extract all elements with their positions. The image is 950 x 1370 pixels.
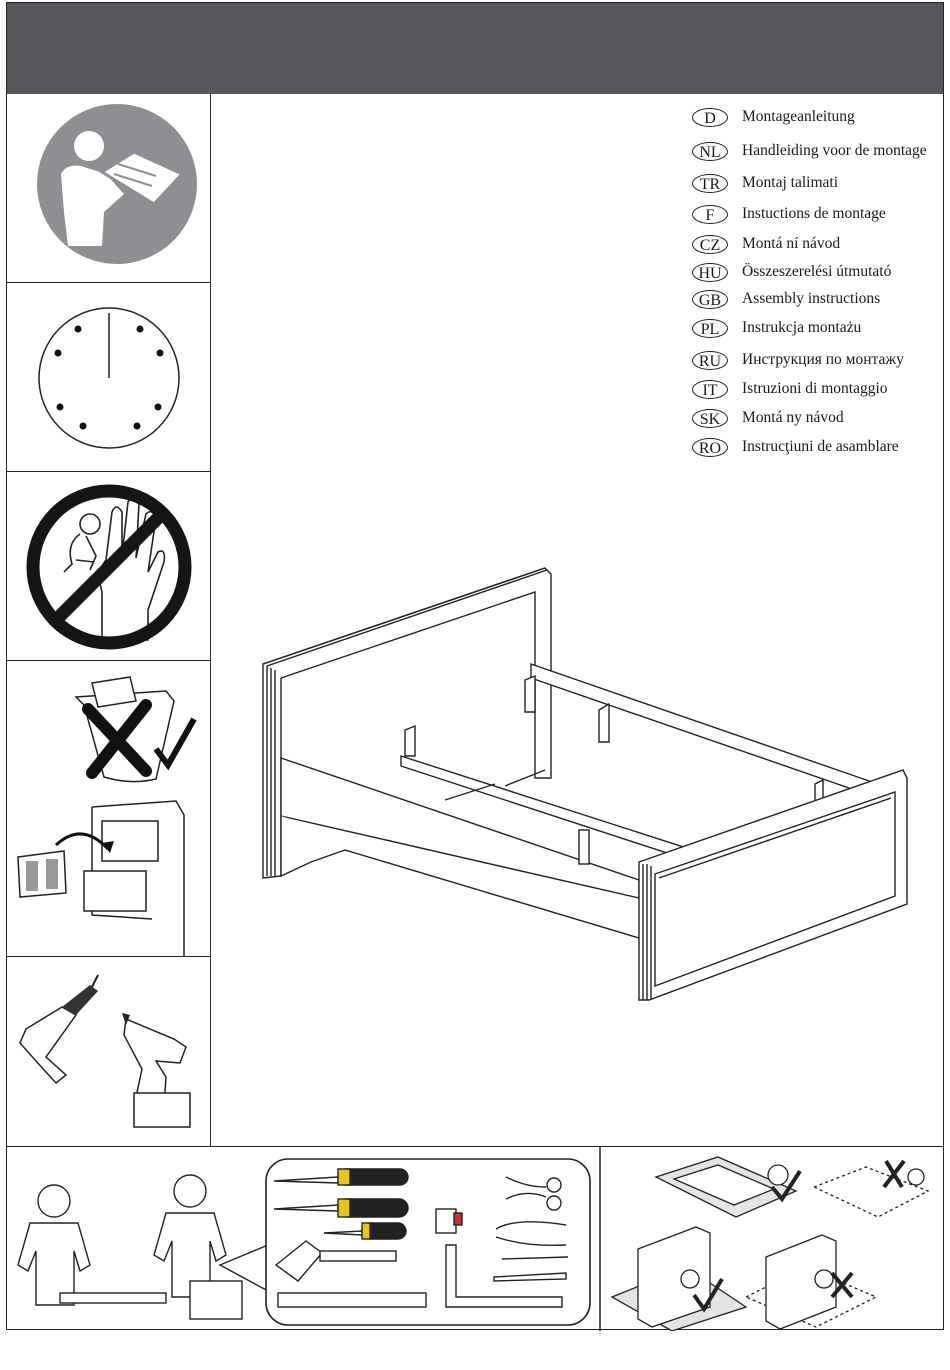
- keep-manual-icon: [6, 661, 211, 957]
- language-name: Instuctions de montage: [742, 205, 886, 223]
- bottom-strip: [6, 1146, 944, 1330]
- language-name: Инструкция по монтажу: [742, 351, 904, 369]
- language-code: CZ: [692, 235, 728, 254]
- language-item: HU Összeszerelési útmutató: [692, 261, 891, 283]
- language-name: Montá ny návod: [742, 409, 844, 427]
- language-name: Montageanleitung: [742, 108, 855, 126]
- language-name: Montá ní návod: [742, 235, 840, 253]
- read-manual-icon: [6, 94, 211, 283]
- language-name: Assembly instructions: [742, 290, 880, 308]
- language-name: Istruzioni di montaggio: [742, 380, 888, 398]
- language-code: IT: [692, 380, 728, 399]
- drill-cell: [6, 957, 211, 1146]
- drill-icon: [6, 957, 211, 1146]
- language-code: F: [692, 205, 728, 224]
- keep-manual-cell: [6, 661, 211, 957]
- language-name: Montaj talimati: [742, 174, 838, 192]
- no-children-cell: [6, 472, 211, 661]
- language-item: TR Montaj talimati: [692, 172, 838, 194]
- language-item: F Instuctions de montage: [692, 203, 886, 225]
- language-item: RU Инструкция по монтажу: [692, 349, 904, 371]
- language-code: SK: [692, 409, 728, 428]
- language-code: PL: [692, 319, 728, 338]
- language-code: NL: [692, 142, 728, 161]
- language-item: PL Instrukcja montażu: [692, 317, 861, 339]
- language-code: D: [692, 108, 728, 127]
- language-name: Összeszerelési útmutató: [742, 263, 891, 281]
- language-code: HU: [692, 263, 728, 282]
- language-item: CZ Montá ní návod: [692, 233, 840, 255]
- language-code: RO: [692, 438, 728, 457]
- time-cell: [6, 283, 211, 472]
- bed-illustration: [255, 560, 915, 1010]
- language-item: IT Istruzioni di montaggio: [692, 378, 888, 400]
- language-name: Instrukcja montażu: [742, 319, 861, 337]
- no-children-icon: [6, 472, 211, 661]
- pictogram-column: [6, 94, 211, 1146]
- language-code: GB: [692, 290, 728, 309]
- language-item: D Montageanleitung: [692, 106, 855, 128]
- language-item: RO Instrucţiuni de asamblare: [692, 436, 899, 458]
- language-code: TR: [692, 174, 728, 193]
- language-name: Instrucţiuni de asamblare: [742, 438, 899, 456]
- bottom-illustrations: [6, 1147, 944, 1331]
- language-item: GB Assembly instructions: [692, 288, 880, 310]
- language-code: RU: [692, 351, 728, 370]
- read-manual-cell: [6, 94, 211, 283]
- language-item: SK Montá ny návod: [692, 407, 844, 429]
- clock-icon: [6, 283, 211, 472]
- language-name: Handleiding voor de montage: [742, 142, 927, 160]
- language-item: NL Handleiding voor de montage: [692, 140, 927, 162]
- two-person-icon: [18, 1175, 242, 1319]
- floor-protection-icon: [612, 1157, 928, 1331]
